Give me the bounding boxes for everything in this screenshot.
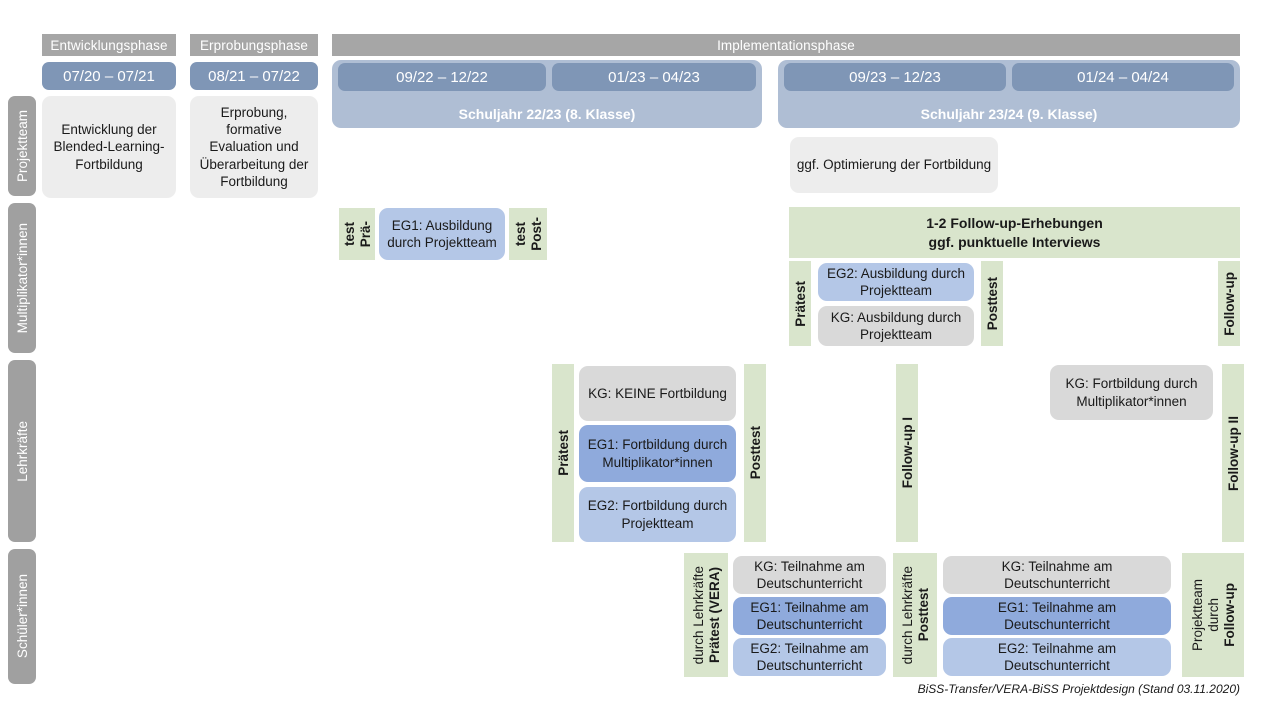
lehrkraefte-eg1-box: EG1: Fortbildung durch Multiplikator*inn… [579,425,736,482]
schuelerinnen-followup-strip: Follow-up durch Projektteam [1182,553,1244,677]
period-chip-09-22-12-22: 09/22 – 12/22 [338,63,546,91]
multiplikatoren-eg1-box: EG1: Ausbildung durch Projektteam [379,208,505,260]
lehrkraefte-posttest-strip: Posttest [744,364,766,542]
praetest-2-text: Prätest [792,280,808,327]
period-chip-07-20-07-21: 07/20 – 07/21 [42,62,176,90]
posttest-2-text: Posttest [984,276,1000,331]
row-label-projektteam: Projektteam [8,96,36,196]
period-chip-08-21-07-22: 08/21 – 07/22 [190,62,318,90]
lehrkraefte-praetest-text: Prätest [555,430,571,476]
schueler-praetest-line-2: durch Lehrkräfte [690,565,706,665]
lehrkraefte-posttest-text: Posttest [747,426,763,480]
phase-bar-erprobungsphase: Erprobungsphase [190,34,318,56]
school-year-container-22-23: 09/22 – 12/22 01/23 – 04/23 Schuljahr 22… [332,60,762,128]
period-chip-01-24-04-24: 01/24 – 04/24 [1012,63,1234,91]
phase-bar-implementationsphase: Implementationsphase [332,34,1240,56]
period-chip-09-23-12-23: 09/23 – 12/23 [784,63,1006,91]
schueler-posttest-line-1: Posttest [915,588,931,642]
schuelerinnen-praetest-strip: Prätest (VERA) durch Lehrkräfte [684,553,728,677]
lehrkraefte-eg2-box: EG2: Fortbildung durch Projektteam [579,487,736,542]
praetest-line-2: test [341,221,357,246]
schuelerinnen-kg-box-1: KG: Teilnahme am Deutschunterricht [733,556,886,594]
period-chip-01-23-04-23: 01/23 – 04/23 [552,63,756,91]
row-label-schuelerinnen: Schüler*innen [8,549,36,684]
multiplikatoren-praetest-strip-2: Prätest [789,261,811,346]
followup-banner-text: 1-2 Follow-up-Erhebungen ggf. punktuelle… [926,215,1103,250]
schuelerinnen-eg2-box-2: EG2: Teilnahme am Deutschunterricht [943,638,1171,676]
phase-bar-entwicklungsphase: Entwicklungsphase [42,34,176,56]
lehrkraefte-followup-1-text: Follow-up I [899,417,915,489]
row-label-lehrkraefte: Lehrkräfte [8,360,36,542]
lehrkraefte-followup-2-text: Follow-up II [1225,415,1241,491]
schuelerinnen-kg-box-2: KG: Teilnahme am Deutschunterricht [943,556,1171,594]
lehrkraefte-followup-2-strip: Follow-up II [1222,364,1244,542]
schuelerinnen-eg1-box-2: EG1: Teilnahme am Deutschunterricht [943,597,1171,635]
lehrkraefte-kg-box-2: KG: Fortbildung durch Multiplikator*inne… [1050,365,1213,420]
projektteam-optimierung-box: ggf. Optimierung der Fortbildung [790,137,998,193]
schueler-posttest-line-2: durch Lehrkräfte [899,565,915,665]
multiplikatoren-followup-banner: 1-2 Follow-up-Erhebungen ggf. punktuelle… [789,207,1240,258]
lehrkraefte-kg-box: KG: KEINE Fortbildung [579,366,736,421]
multiplikatoren-followup-strip: Follow-up [1218,261,1240,346]
schueler-followup-line-1: Follow-up [1221,583,1237,647]
schueler-praetest-line-1: Prätest (VERA) [706,566,722,664]
posttest-line-1: Post- [528,217,544,251]
row-label-multiplikatorinnen-text: Multiplikator*innen [14,222,30,334]
multiplikatoren-posttest-strip-2: Posttest [981,261,1003,346]
schueler-followup-line-2: durch [1205,598,1221,632]
lehrkraefte-praetest-strip: Prätest [552,364,574,542]
lehrkraefte-followup-1-strip: Follow-up I [896,364,918,542]
schuelerinnen-eg1-box-1: EG1: Teilnahme am Deutschunterricht [733,597,886,635]
row-label-schuelerinnen-text: Schüler*innen [14,574,30,659]
multiplikatoren-eg2-box: EG2: Ausbildung durch Projektteam [818,263,974,301]
school-year-label-23-24: Schuljahr 23/24 (9. Klasse) [920,106,1098,122]
schuelerinnen-posttest-strip: Posttest durch Lehrkräfte [893,553,937,677]
multiplikatoren-followup-text: Follow-up [1221,271,1237,336]
multiplikatoren-kg-box: KG: Ausbildung durch Projektteam [818,306,974,346]
schuelerinnen-eg2-box-1: EG2: Teilnahme am Deutschunterricht [733,638,886,676]
posttest-line-2: test [512,221,528,246]
praetest-line-1: Prä- [357,220,373,248]
row-label-projektteam-text: Projektteam [14,109,30,183]
multiplikatoren-posttest-strip-1: Post- test [509,208,547,260]
projektteam-entwicklung-box: Entwicklung der Blended-Learning-Fortbil… [42,96,176,198]
footnote: BiSS-Transfer/VERA-BiSS Projektdesign (S… [917,682,1240,696]
schueler-followup-line-3: Projektteam [1189,578,1205,652]
multiplikatoren-praetest-strip-1: Prä- test [339,208,375,260]
row-label-lehrkraefte-text: Lehrkräfte [14,420,30,482]
row-label-multiplikatorinnen: Multiplikator*innen [8,203,36,353]
school-year-container-23-24: 09/23 – 12/23 01/24 – 04/24 Schuljahr 23… [778,60,1240,128]
school-year-label-22-23: Schuljahr 22/23 (8. Klasse) [458,106,636,122]
projektteam-erprobung-box: Erprobung, formative Evaluation und Über… [190,96,318,198]
